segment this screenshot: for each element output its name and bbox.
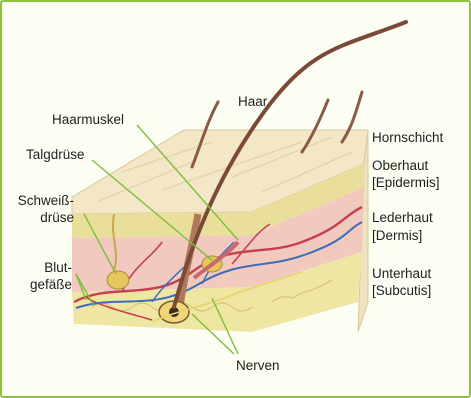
label-schweissdruese-line1: Schweiß- (14, 192, 74, 210)
label-oberhaut: Oberhaut (372, 157, 428, 175)
sweat-gland (107, 271, 129, 289)
label-lederhaut: Lederhaut (372, 209, 433, 227)
label-epidermis: [Epidermis] (372, 174, 440, 192)
label-talgdruese: Talgdrüse (26, 146, 85, 164)
label-haarmuskel: Haarmuskel (52, 111, 124, 129)
label-nerven: Nerven (236, 357, 280, 375)
label-dermis: [Dermis] (372, 227, 422, 245)
label-schweissdruese-line2: drüse (14, 209, 74, 227)
label-blutgefaesse-line1: Blut- (12, 259, 72, 277)
label-subcutis: [Subcutis] (372, 282, 431, 300)
label-unterhaut: Unterhaut (372, 265, 431, 283)
label-blutgefaesse-line2: gefäße (12, 276, 72, 294)
label-haar: Haar (238, 93, 267, 111)
label-hornschicht: Hornschicht (372, 129, 443, 147)
